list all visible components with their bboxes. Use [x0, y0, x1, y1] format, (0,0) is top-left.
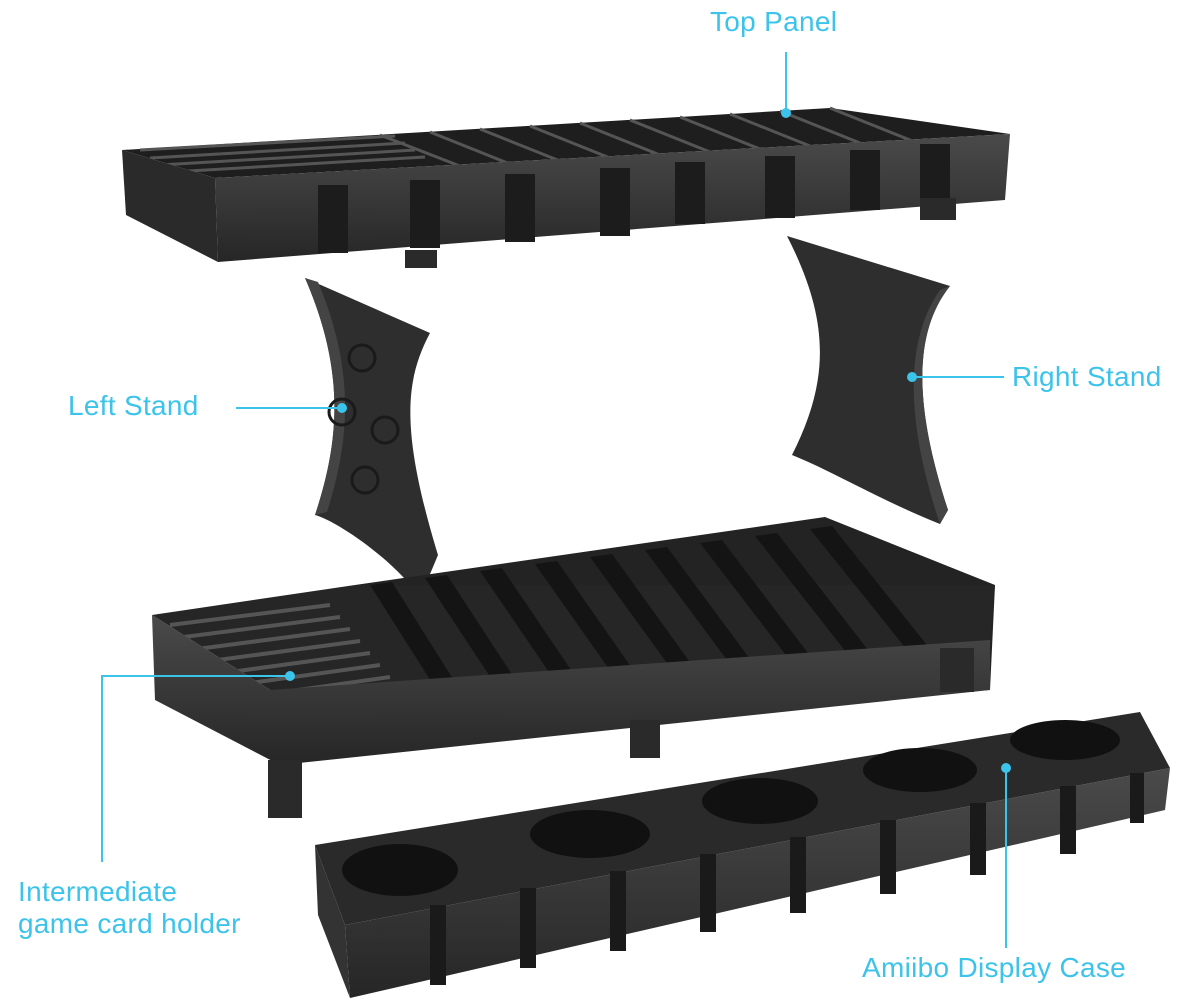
amiibo-case-ribs: [430, 773, 1144, 985]
amiibo-case-label: Amiibo Display Case: [862, 952, 1127, 983]
left-stand-buttons: [327, 343, 400, 495]
top-panel-label: Top Panel: [710, 6, 838, 37]
amiibo-wells: [342, 720, 1120, 896]
top-panel-slots: [139, 106, 916, 174]
game-slot-dividers: [370, 526, 950, 708]
left-stand-label: Left Stand: [68, 390, 199, 421]
top-panel-part: [122, 106, 1010, 268]
left-stand-leader: [236, 403, 347, 413]
amiibo-case-part: [315, 712, 1170, 998]
amiibo-case-leader: [1001, 763, 1011, 948]
top-panel-ribs: [318, 144, 950, 253]
right-stand-leader: [907, 372, 1004, 382]
right-stand-part: [787, 236, 950, 524]
card-holder-label: Intermediate game card holder: [18, 876, 241, 939]
top-panel-leader: [781, 52, 791, 118]
left-stand-part: [305, 278, 438, 598]
card-holder-leader: [101, 671, 295, 862]
card-holder-part: [152, 517, 995, 818]
right-stand-label: Right Stand: [1012, 361, 1162, 392]
